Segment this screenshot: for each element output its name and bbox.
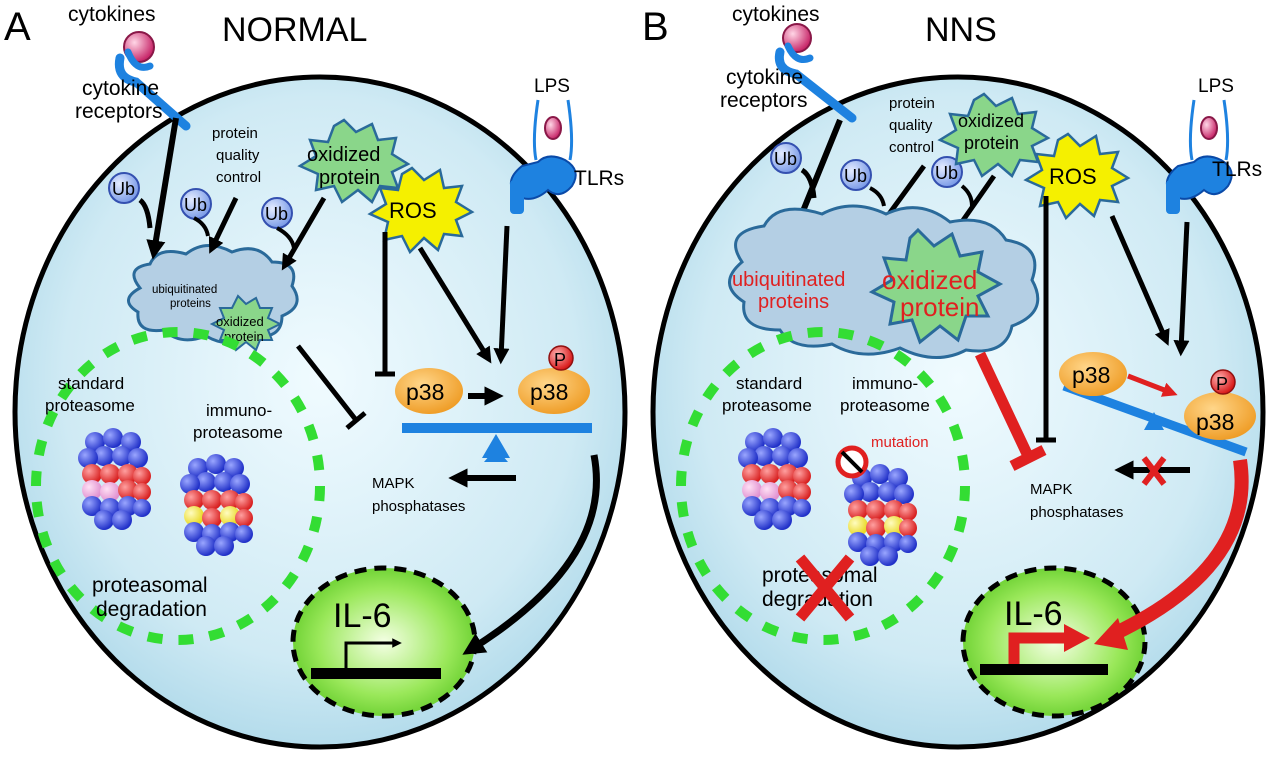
panel-normal: A NORMAL cytokines cytokine receptors LP…: [4, 3, 628, 750]
label-tlrs-a: TLRs: [574, 167, 624, 190]
svg-text:Ub: Ub: [112, 179, 135, 199]
svg-text:mutation: mutation: [871, 434, 929, 451]
svg-text:Ub: Ub: [184, 195, 207, 215]
svg-text:oxidized: oxidized: [882, 265, 977, 295]
svg-text:proteins: proteins: [170, 298, 211, 310]
svg-text:ubiquitinated: ubiquitinated: [152, 284, 217, 296]
blocked-small-x-icon: [1141, 456, 1167, 486]
svg-text:proteasome: proteasome: [45, 396, 135, 415]
label-degradation-a2: degradation: [96, 598, 207, 621]
svg-text:proteasome: proteasome: [840, 396, 930, 415]
ubiquitinated-cloud-b: ubiquitinated proteins oxidized protein: [728, 204, 1040, 360]
cytokine-receptor-b: [774, 47, 857, 123]
blocked-x-icon: [795, 554, 855, 622]
ros-b: ROS: [1023, 132, 1131, 221]
panel-letter-b: B: [642, 5, 669, 49]
label-receptors-b1: cytokine: [726, 66, 803, 89]
label-mapk-b1: MAPK: [1030, 481, 1073, 498]
svg-text:standard: standard: [736, 374, 802, 393]
svg-text:p38: p38: [1072, 362, 1110, 388]
svg-text:oxidized: oxidized: [958, 111, 1024, 131]
label-pqc-b1: protein: [889, 95, 935, 112]
svg-text:p38: p38: [406, 379, 444, 405]
svg-text:standard: standard: [58, 374, 124, 393]
mutation-icon: [835, 445, 869, 479]
label-receptors-a1: cytokine: [82, 77, 159, 100]
svg-text:p38: p38: [1196, 409, 1234, 435]
immunoproteasome-a: immuno- proteasome: [180, 401, 283, 556]
svg-text:Ub: Ub: [774, 149, 797, 169]
oxidized-protein-a: oxidized protein: [297, 118, 411, 204]
panel-letter-a: A: [4, 5, 31, 49]
lps-b: [1200, 116, 1218, 140]
ub-a3: Ub: [261, 197, 293, 229]
label-receptors-b2: receptors: [720, 89, 808, 112]
svg-text:proteins: proteins: [758, 291, 829, 313]
svg-text:P: P: [554, 350, 566, 370]
svg-text:oxidized: oxidized: [307, 144, 380, 166]
label-mapk-a1: MAPK: [372, 475, 415, 492]
label-pqc-b2: quality: [889, 117, 933, 134]
svg-text:Ub: Ub: [844, 166, 867, 186]
svg-text:oxidized: oxidized: [216, 314, 264, 329]
svg-text:protein: protein: [900, 292, 980, 322]
ub-a2: Ub: [180, 188, 212, 220]
label-cytokines-b: cytokines: [732, 3, 820, 26]
immunoproteasome-b: immuno- proteasome mutation: [835, 374, 930, 566]
svg-text:ROS: ROS: [389, 198, 437, 223]
svg-text:proteasome: proteasome: [722, 396, 812, 415]
svg-text:ROS: ROS: [1049, 164, 1097, 189]
label-pqc-b3: control: [889, 139, 934, 156]
panel-nns: B NNS cytokines cytokine receptors LPS T…: [642, 3, 1266, 750]
label-pqc-a3: control: [216, 169, 261, 186]
label-mapk-b2: phosphatases: [1030, 504, 1123, 521]
ub-a1: Ub: [108, 172, 140, 204]
degradation-ring-a: [31, 327, 325, 645]
ub-b3: Ub: [931, 156, 963, 188]
svg-text:P: P: [1216, 374, 1228, 394]
label-il6-b: IL-6: [1004, 595, 1063, 633]
standard-proteasome-a: standard proteasome: [45, 374, 151, 530]
oxidized-protein-b: oxidized protein: [937, 92, 1051, 178]
label-pqc-a2: quality: [216, 147, 260, 164]
svg-text:protein: protein: [319, 167, 380, 189]
p38-balance-a: p38 p38 P: [395, 345, 592, 462]
svg-text:Ub: Ub: [935, 163, 958, 183]
ubiquitinated-cloud-a: ubiquitinated proteins oxidized protein: [127, 244, 299, 352]
label-tlrs-b: TLRs: [1212, 158, 1262, 181]
label-lps-a: LPS: [534, 76, 570, 97]
label-cytokines-a: cytokines: [68, 3, 156, 26]
label-receptors-a2: receptors: [75, 100, 163, 123]
label-lps-b: LPS: [1198, 76, 1234, 97]
cell-a: [12, 74, 628, 750]
ub-b1: Ub: [770, 142, 802, 174]
label-pqc-a1: protein: [212, 125, 258, 142]
ros-a: ROS: [367, 166, 475, 255]
panel-title-b: NNS: [925, 11, 997, 49]
lps-a: [544, 116, 562, 140]
label-il6-a: IL-6: [333, 597, 392, 635]
degradation-ring-b: [676, 327, 970, 645]
svg-text:p38: p38: [530, 379, 568, 405]
label-degradation-a1: proteasomal: [92, 574, 208, 597]
svg-text:immuno-: immuno-: [206, 401, 272, 420]
svg-text:proteasome: proteasome: [193, 423, 283, 442]
standard-proteasome-b: standard proteasome: [722, 374, 812, 530]
cytokine-receptor-a: [114, 53, 191, 131]
panel-title-a: NORMAL: [222, 11, 367, 49]
label-mapk-a2: phosphatases: [372, 498, 465, 515]
svg-text:Ub: Ub: [265, 204, 288, 224]
svg-text:ubiquitinated: ubiquitinated: [732, 269, 845, 291]
svg-text:immuno-: immuno-: [852, 374, 918, 393]
ub-b2: Ub: [840, 159, 872, 191]
p38-balance-b: p38 p38 P: [1059, 352, 1256, 457]
svg-text:protein: protein: [964, 133, 1019, 153]
